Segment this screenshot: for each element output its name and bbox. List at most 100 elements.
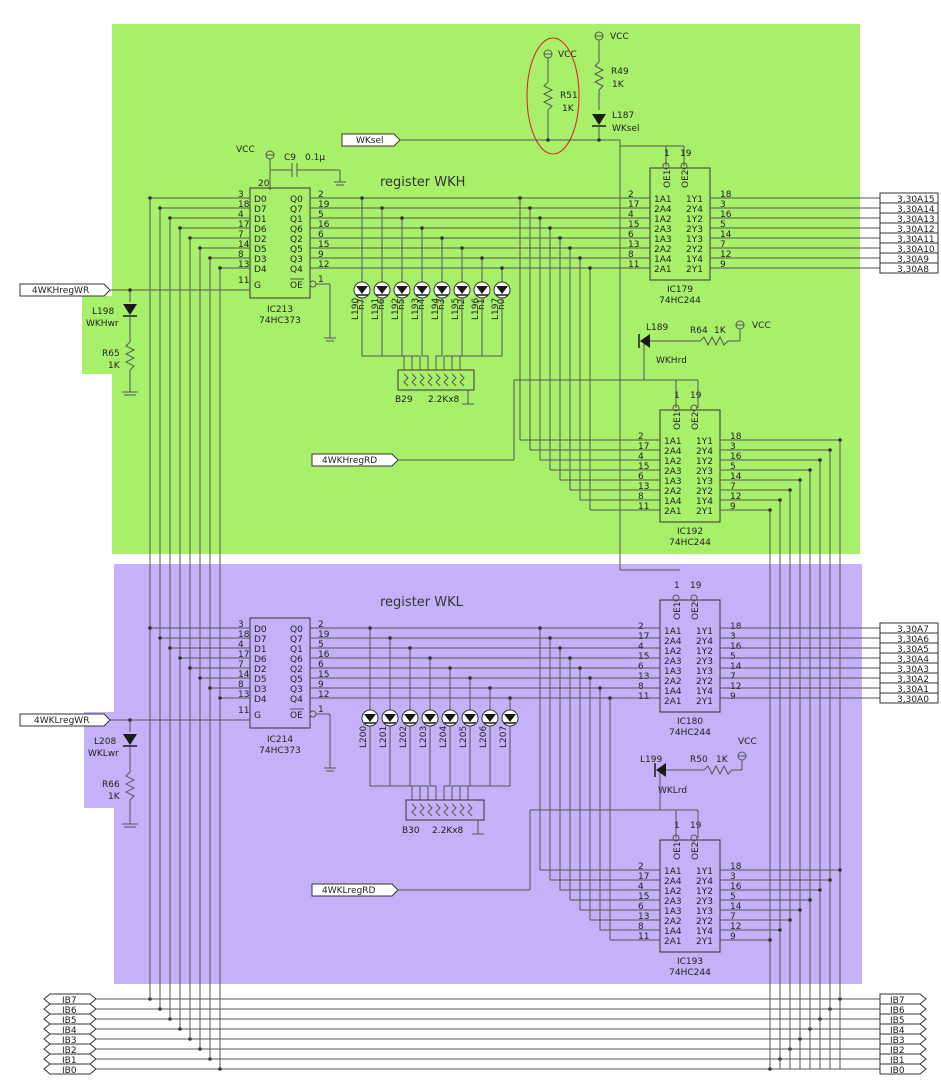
wkh-led-anode xyxy=(456,286,468,294)
buf-pin-label: 1Y4 xyxy=(686,255,703,265)
svg-text:1K: 1K xyxy=(714,326,727,336)
svg-text:WKLwr: WKLwr xyxy=(88,749,119,759)
bus-label-right: IB2 xyxy=(890,1046,905,1056)
buf-pin-label: 1Y4 xyxy=(696,687,713,697)
buf-pin-num: 18 xyxy=(730,432,742,442)
bus-flag-right xyxy=(879,1063,927,1075)
buf-pin-label: 2Y1 xyxy=(696,507,713,517)
wkh-led-label: L192 xyxy=(391,298,401,320)
buf-pin-num: 12 xyxy=(730,492,741,502)
junction-dot xyxy=(380,206,384,210)
wkh-led-anode xyxy=(376,286,388,294)
buf-pin-num: 14 xyxy=(720,230,732,240)
svg-text:4WKLregRD: 4WKLregRD xyxy=(322,886,376,896)
svg-text:L198: L198 xyxy=(92,307,114,317)
buf-pin-label: 1A3 xyxy=(664,907,682,917)
buf-pin-label: 1Y1 xyxy=(696,437,713,447)
buf-pin-label: 2A3 xyxy=(664,467,682,477)
buf-pin-label: 2Y3 xyxy=(696,897,713,907)
buf-oe-num: 19 xyxy=(690,581,702,591)
buf-pin-label: 2Y4 xyxy=(696,447,713,457)
buf-pin-label: 2Y2 xyxy=(696,487,713,497)
buf-pin-label: 1Y3 xyxy=(686,235,703,245)
wkh-led-label: L191 xyxy=(371,298,381,320)
latch-pin-label: Q4 xyxy=(290,695,303,705)
latch-pin-num: 3 xyxy=(238,190,244,200)
latch-pin-label: D2 xyxy=(254,235,267,245)
oe-bubble xyxy=(690,834,698,842)
buf-oe-label: OE2 xyxy=(681,170,691,189)
buf-pin-num: 6 xyxy=(638,902,644,912)
latch-pin-label: D2 xyxy=(254,665,267,675)
wkl-led-label: L206 xyxy=(479,726,489,748)
latch-pin-label: D7 xyxy=(254,635,267,645)
buf-pin-num: 5 xyxy=(730,462,736,472)
latch-pin-num: 9 xyxy=(318,250,324,260)
buf-pin-num: 6 xyxy=(628,230,634,240)
wkh-led-anode xyxy=(496,286,508,294)
latch-pin-label: D4 xyxy=(254,695,267,705)
buf-pin-label: 1A2 xyxy=(664,647,682,657)
buf-oe-num: 1 xyxy=(674,391,680,401)
junction-dot xyxy=(578,666,582,670)
svg-text:C9: C9 xyxy=(284,153,296,163)
wkh-led-label: L195 xyxy=(451,298,461,320)
latch-pin-num: 1 xyxy=(318,275,324,285)
latch-pin-label: D6 xyxy=(254,225,267,235)
junction-dot xyxy=(808,468,812,472)
buf-pin-num: 11 xyxy=(638,502,649,512)
latch-pin-num: 14 xyxy=(238,240,250,250)
latch-pin-label: Q1 xyxy=(290,215,303,225)
latch-pin-label: D1 xyxy=(254,645,267,655)
addr-low-label: 3,30A7 xyxy=(897,625,929,635)
highlight-circle xyxy=(526,37,580,155)
bus-label-right: IB7 xyxy=(890,996,905,1006)
bus-flag-right xyxy=(879,1023,927,1035)
wkl-led-anode xyxy=(484,714,496,722)
junction-dot xyxy=(388,636,392,640)
c9-decoupling: VCC C9 0.1μ xyxy=(236,145,346,190)
svg-text:1K: 1K xyxy=(108,792,121,802)
wkh-led-label: L194 xyxy=(431,298,441,320)
svg-text:R51: R51 xyxy=(560,91,578,101)
junction-dot xyxy=(148,196,152,200)
buf-pin-num: 8 xyxy=(628,250,634,260)
buf-pin-label: 2Y3 xyxy=(686,225,703,235)
buf-pin-num: 8 xyxy=(638,682,644,692)
bus-flag-right xyxy=(879,993,927,1005)
junction-dot xyxy=(480,256,484,260)
ic193-buffer-body xyxy=(659,839,721,953)
svg-text:VCC: VCC xyxy=(738,737,757,747)
wkl-led-label: L207 xyxy=(499,726,509,748)
latch-pin-label: Q5 xyxy=(290,675,303,685)
wkl-led-to-net xyxy=(429,726,437,800)
bus-label-left: IB6 xyxy=(62,1006,77,1016)
buf-pin-label: 1A1 xyxy=(664,627,682,637)
svg-text:R65: R65 xyxy=(102,349,120,359)
buf-oe-label: OE2 xyxy=(691,602,701,621)
junction-dot xyxy=(368,626,372,630)
latch-pin-num: 18 xyxy=(238,630,250,640)
latch-pin-num: 15 xyxy=(318,670,329,680)
buf-oe-num: 1 xyxy=(674,821,680,831)
buf-oe-num: 1 xyxy=(674,581,680,591)
buf-pin-label: 1A2 xyxy=(664,887,682,897)
latch-pin-num: 8 xyxy=(238,680,244,690)
addr-high-label: 3,30A8 xyxy=(897,265,929,275)
bus-label-right: IB3 xyxy=(890,1036,905,1046)
wkl-led-anode xyxy=(404,714,416,722)
addr-low-label: 3,30A3 xyxy=(897,665,929,675)
wkh-led-anode xyxy=(436,286,448,294)
buf-pin-num: 9 xyxy=(730,502,736,512)
buf-pin-num: 2 xyxy=(628,190,634,200)
buf-pin-label: 1A4 xyxy=(664,497,682,507)
bus-flag-right xyxy=(879,1043,927,1055)
bus-flag-right xyxy=(879,1053,927,1065)
buf-pin-num: 8 xyxy=(638,922,644,932)
buf-pin-num: 12 xyxy=(720,250,731,260)
buf-pin-label: 2A3 xyxy=(664,657,682,667)
wkh-led-to-net xyxy=(401,298,421,370)
wkl-led-label: L200 xyxy=(359,726,369,748)
